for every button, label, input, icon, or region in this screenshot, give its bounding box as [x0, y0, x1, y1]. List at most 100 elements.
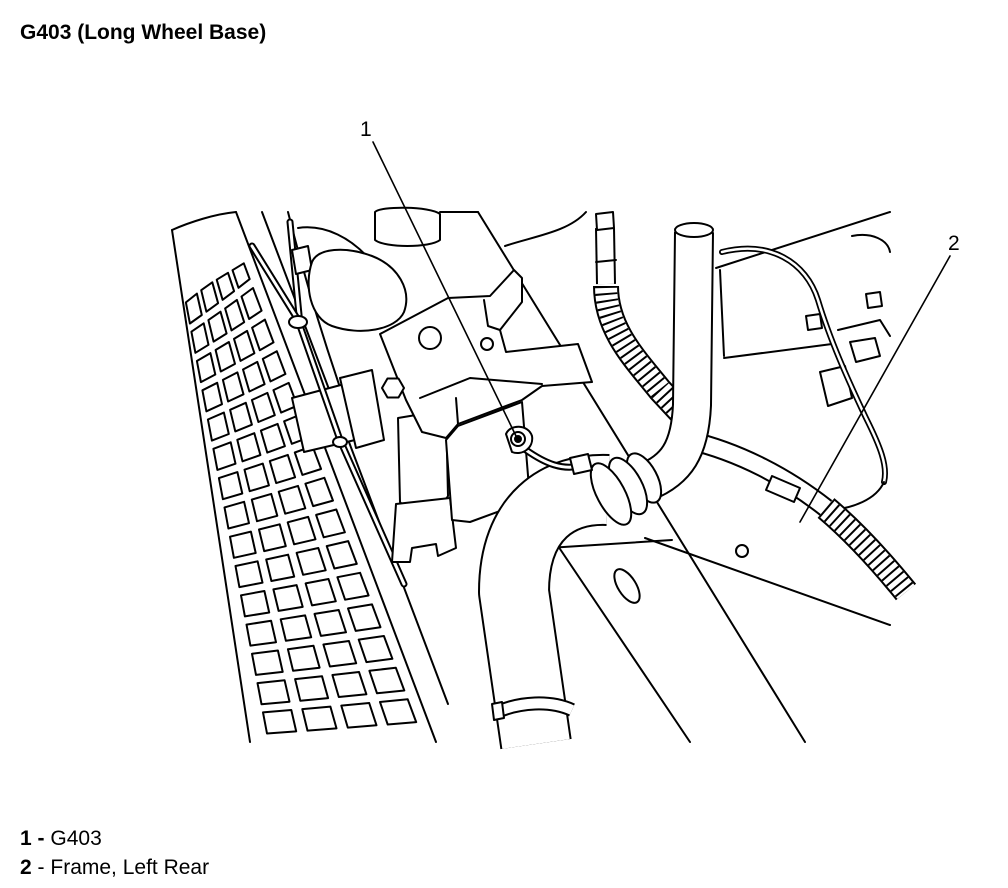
legend-item-number: 2: [20, 856, 32, 879]
spring-shackle: [297, 206, 441, 332]
harness-connector: [765, 475, 801, 503]
harness-thin-wire-outline: [719, 245, 888, 485]
frame-flange-edge: [644, 537, 891, 626]
tire-tread-block: [336, 571, 370, 601]
bracket-bolt: [418, 326, 442, 350]
tire-tread-block: [304, 578, 337, 607]
fill-hose-coupling-ring: [589, 462, 633, 526]
tire-tread-block: [268, 453, 297, 485]
vent-hose-tube: [597, 227, 614, 285]
tire-tread-block: [250, 391, 276, 423]
vent-cap: [805, 313, 823, 331]
tire-tread-block: [357, 635, 394, 664]
tire-tread-block: [331, 671, 368, 698]
tire-tread-block: [242, 360, 266, 393]
fill-hose-clamp-tab: [491, 701, 505, 721]
tire-tread-block: [313, 609, 347, 637]
callout-2-leader-line: [799, 255, 951, 523]
legend-item: 1 - G403: [20, 824, 209, 853]
tank-strap-bracket: [837, 319, 891, 337]
tire-tread-block: [301, 705, 338, 732]
tire-tread-block: [195, 352, 217, 384]
bracket-edge: [419, 377, 543, 399]
legend-item: 2 - Frame, Left Rear: [20, 853, 209, 882]
g403-ground: [505, 425, 593, 475]
tire-tread-block: [214, 341, 236, 373]
tire-tread-block: [234, 560, 264, 589]
body-panel-line: [504, 211, 587, 247]
tire-tread-block: [240, 590, 271, 618]
brake-line-clip: [288, 315, 308, 329]
bracket-stud: [480, 337, 494, 351]
tire-tread-block: [379, 698, 418, 726]
tire-tread-block: [251, 318, 275, 352]
tire-tread-block: [294, 675, 330, 702]
callout-1-leader-line: [372, 141, 517, 437]
shock-lower-mount: [391, 497, 457, 563]
g403-bolt-center: [514, 435, 522, 443]
tire-tread-block: [368, 666, 406, 695]
tire-tread-block: [262, 709, 298, 735]
tire-tread-block: [217, 471, 244, 501]
bracket-hex-bolt: [381, 377, 405, 399]
tire-tread-block: [286, 644, 321, 672]
tire-tread-block: [251, 649, 284, 676]
tire-tread: [184, 262, 418, 735]
tire-tread-block: [184, 292, 203, 325]
tire-tread-block: [207, 310, 228, 343]
fill-hose-upper: [638, 231, 712, 499]
rear-tire: [171, 211, 449, 743]
bracket-body: [379, 269, 593, 439]
fuel-tank-corner: [851, 234, 891, 253]
tire-tread-block: [259, 422, 286, 454]
tire-tread-block: [277, 484, 307, 515]
harness-clip: [849, 337, 881, 363]
fuel-tank-top-edge: [715, 211, 891, 269]
bracket-tab: [483, 299, 501, 331]
callout-1-label: 1: [360, 118, 372, 141]
tire-tread-block: [261, 350, 287, 383]
fill-hose-lower: [480, 455, 610, 749]
tire-sidewall-line: [235, 211, 437, 743]
tire-tread-block: [236, 432, 262, 463]
vent-cap: [865, 291, 883, 309]
legend: 1 - G403 2 - Frame, Left Rear: [20, 824, 209, 882]
axle-flange: [339, 369, 385, 449]
frame-lower-edge: [557, 545, 691, 743]
callout-leaders: [372, 141, 951, 523]
tire-tread-block: [240, 287, 263, 320]
brake-line-inner: [250, 244, 406, 586]
harness-conduit: [818, 499, 915, 599]
tire-tread-block: [206, 411, 230, 442]
tire-tread-block: [279, 614, 313, 642]
fill-hose-upper-end: [674, 222, 714, 238]
fuel-tank-side-edge: [719, 269, 725, 357]
tire-tread-block: [229, 401, 253, 433]
tire-tread-block: [347, 603, 382, 632]
brake-line: [248, 218, 408, 588]
tire-tread-block: [265, 553, 296, 582]
tire-tread-block: [258, 523, 287, 553]
tire-tread-block: [201, 381, 223, 413]
legend-item-dash: -: [37, 827, 45, 850]
tire-tread-block: [304, 476, 334, 508]
brake-line-clip: [332, 436, 348, 448]
frame-left-rear: [547, 537, 891, 743]
tire-tread-block: [325, 540, 358, 570]
fuel-fill-hose: [478, 222, 714, 750]
harness-thin-wire: [720, 247, 887, 484]
tire-tread-block: [223, 500, 250, 530]
tire-tread-block: [245, 619, 277, 647]
tire-tread-block: [190, 322, 210, 354]
tire-tread-block: [295, 547, 327, 576]
frame-oval-hole: [613, 568, 641, 604]
tire-tread-block: [231, 262, 251, 289]
tire-tread-block: [224, 298, 246, 332]
tire-tread-block: [229, 530, 257, 559]
tire-tread-block: [286, 515, 317, 546]
tire-tread-block: [340, 702, 378, 729]
tire-tread-block: [315, 508, 346, 539]
g403-wire-connector: [569, 453, 593, 475]
tire-tread-block: [322, 640, 358, 668]
tire-tread-block: [212, 441, 237, 471]
